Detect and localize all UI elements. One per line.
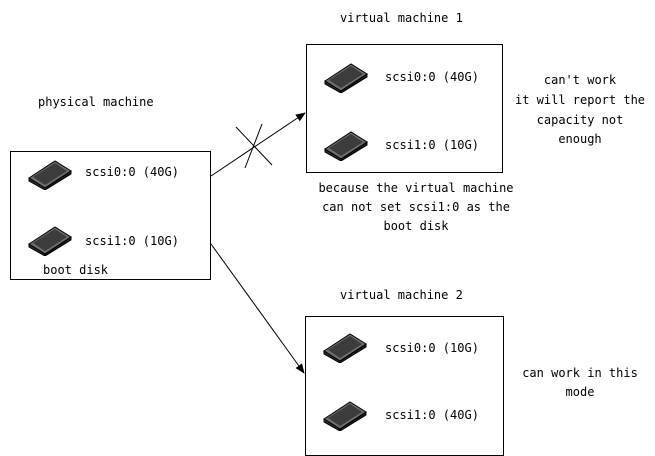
vm2-status-line-2: mode bbox=[565, 385, 595, 399]
physical-machine-box: scsi0:0 (40G) scsi1:0 (10G) boot disk bbox=[10, 151, 211, 280]
vm2-box: scsi0:0 (10G) scsi1:0 (40G) bbox=[305, 316, 504, 456]
physical-disk-1-label: scsi0:0 (40G) bbox=[85, 165, 179, 179]
vm1-disk-1-label: scsi0:0 (40G) bbox=[385, 70, 479, 84]
vm2-title: virtual machine 2 bbox=[340, 288, 463, 302]
vm1-reason-line-2: can not set scsi1:0 as the bbox=[322, 200, 510, 214]
arrow-to-vm2 bbox=[210, 243, 305, 374]
hard-disk-icon bbox=[28, 226, 72, 256]
hard-disk-icon bbox=[323, 401, 367, 431]
vm1-box: scsi0:0 (40G) scsi1:0 (10G) bbox=[306, 44, 503, 173]
vm1-reason-line-3: boot disk bbox=[383, 219, 449, 233]
hard-disk-icon bbox=[324, 131, 368, 161]
vm1-reason-line-1: because the virtual machine bbox=[318, 181, 514, 195]
vm1-status-line-3: capacity not bbox=[536, 113, 624, 127]
vm2-disk-1-label: scsi0:0 (10G) bbox=[385, 341, 479, 355]
hard-disk-icon bbox=[324, 63, 368, 93]
vm1-status-line-2: it will report the bbox=[514, 93, 646, 107]
vm2-status-line-1: can work in this bbox=[522, 366, 638, 380]
physical-disk-2-label: scsi1:0 (10G) bbox=[85, 234, 179, 248]
vm1-disk-2-label: scsi1:0 (10G) bbox=[385, 138, 479, 152]
vm1-status-line-4: enough bbox=[558, 132, 602, 146]
vm2-disk-2-label: scsi1:0 (40G) bbox=[385, 408, 479, 422]
hard-disk-icon bbox=[323, 333, 367, 363]
vm1-status-line-1: can't work bbox=[543, 73, 617, 87]
cross-mark-icon bbox=[235, 123, 273, 169]
vm1-title: virtual machine 1 bbox=[340, 11, 463, 25]
boot-disk-label: boot disk bbox=[43, 263, 109, 277]
hard-disk-icon bbox=[28, 160, 72, 190]
arrow-to-vm1 bbox=[210, 112, 306, 177]
connector-layer bbox=[210, 112, 306, 374]
physical-machine-title: physical machine bbox=[38, 95, 154, 109]
